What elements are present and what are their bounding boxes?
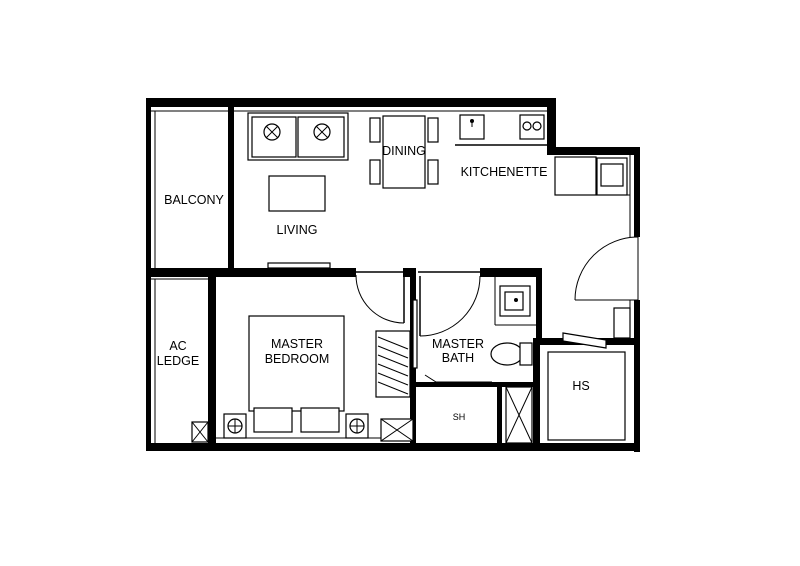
sink-icon <box>459 114 485 140</box>
label-balcony: BALCONY <box>164 193 224 207</box>
shoe-cabinet <box>613 307 631 339</box>
room-labels: BALCONY LIVING DINING KITCHENETTE AC LED… <box>157 144 590 422</box>
fridge <box>554 156 597 196</box>
label-master-bedroom-line1: MASTER <box>271 337 323 351</box>
living-furniture <box>247 112 349 269</box>
toilet-icon <box>490 342 533 366</box>
label-master-bedroom-line2: BEDROOM <box>265 352 330 366</box>
dining-table <box>382 115 426 189</box>
lamp-icon <box>223 413 247 439</box>
household-shelter-frame <box>547 351 626 441</box>
label-household-shelter: HS <box>572 379 589 393</box>
lamp-icon <box>345 413 369 439</box>
tv-console <box>267 262 331 269</box>
label-dining: DINING <box>382 144 426 158</box>
label-ac-ledge-line1: AC <box>169 339 186 353</box>
kitchen-fittings <box>455 114 631 339</box>
dining-furniture <box>369 115 439 189</box>
label-living: LIVING <box>277 223 318 237</box>
doors <box>355 236 639 349</box>
label-kitchenette: KITCHENETTE <box>461 165 548 179</box>
hob-icon <box>519 114 545 140</box>
shower-trap-icon <box>505 386 533 444</box>
label-master-bath-line1: MASTER <box>432 337 484 351</box>
label-shower: SH <box>453 412 466 422</box>
basin-icon <box>499 285 531 317</box>
ledge-trap-icon <box>191 421 209 443</box>
cushion-icon <box>263 123 281 141</box>
bath-fittings <box>424 277 536 383</box>
bed <box>248 315 345 412</box>
utility-fittings <box>191 351 626 444</box>
label-master-bath-line2: BATH <box>442 351 474 365</box>
bedroom-furniture <box>223 299 418 439</box>
floor-trap-icon <box>380 418 414 442</box>
wardrobe <box>375 330 411 398</box>
label-ac-ledge-line2: LEDGE <box>157 354 199 368</box>
washer-icon <box>596 157 628 196</box>
coffee-table <box>268 175 326 212</box>
cushion-icon <box>313 123 331 141</box>
